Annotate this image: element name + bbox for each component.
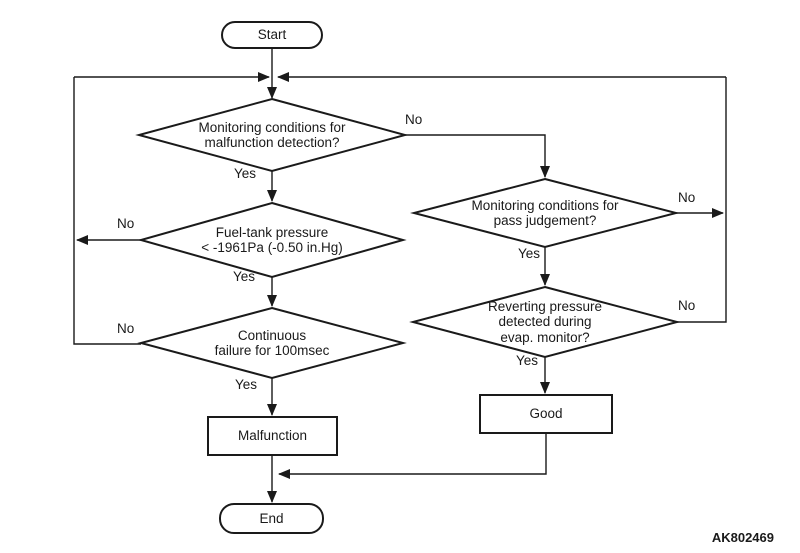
malfunction-process-shape [207, 416, 338, 456]
continuous-failure-decision-shape [137, 306, 407, 380]
fuel-tank-pressure-decision-shape [137, 201, 407, 279]
label-malfunction-conditions-yes: Yes [234, 166, 257, 181]
label-pass-conditions-yes: Yes [518, 246, 541, 261]
label-fuel-tank-pressure-no: No [117, 216, 135, 231]
edge-malfunction-conditions-no [405, 134, 550, 178]
reverting-pressure-decision-shape [409, 285, 681, 359]
end-terminator-shape [219, 503, 324, 534]
pass-conditions-decision-shape [410, 177, 680, 249]
edge-good-to-end-merge [278, 433, 547, 479]
edge-reverting-pressure-no-loop [677, 77, 727, 323]
start-terminator-shape [221, 21, 323, 49]
label-fuel-tank-pressure-yes: Yes [233, 269, 256, 284]
label-continuous-failure-yes: Yes [235, 377, 258, 392]
label-reverting-pressure-yes: Yes [516, 353, 539, 368]
good-process-shape [479, 394, 613, 434]
label-malfunction-conditions-no: No [405, 112, 423, 127]
label-pass-conditions-no: No [678, 190, 696, 205]
edge-continuous-failure-no-loop [73, 77, 141, 345]
malfunction-conditions-decision-shape [135, 97, 409, 173]
figure-code: AK802469 [711, 530, 774, 545]
label-continuous-failure-no: No [117, 321, 135, 336]
label-reverting-pressure-no: No [678, 298, 696, 313]
